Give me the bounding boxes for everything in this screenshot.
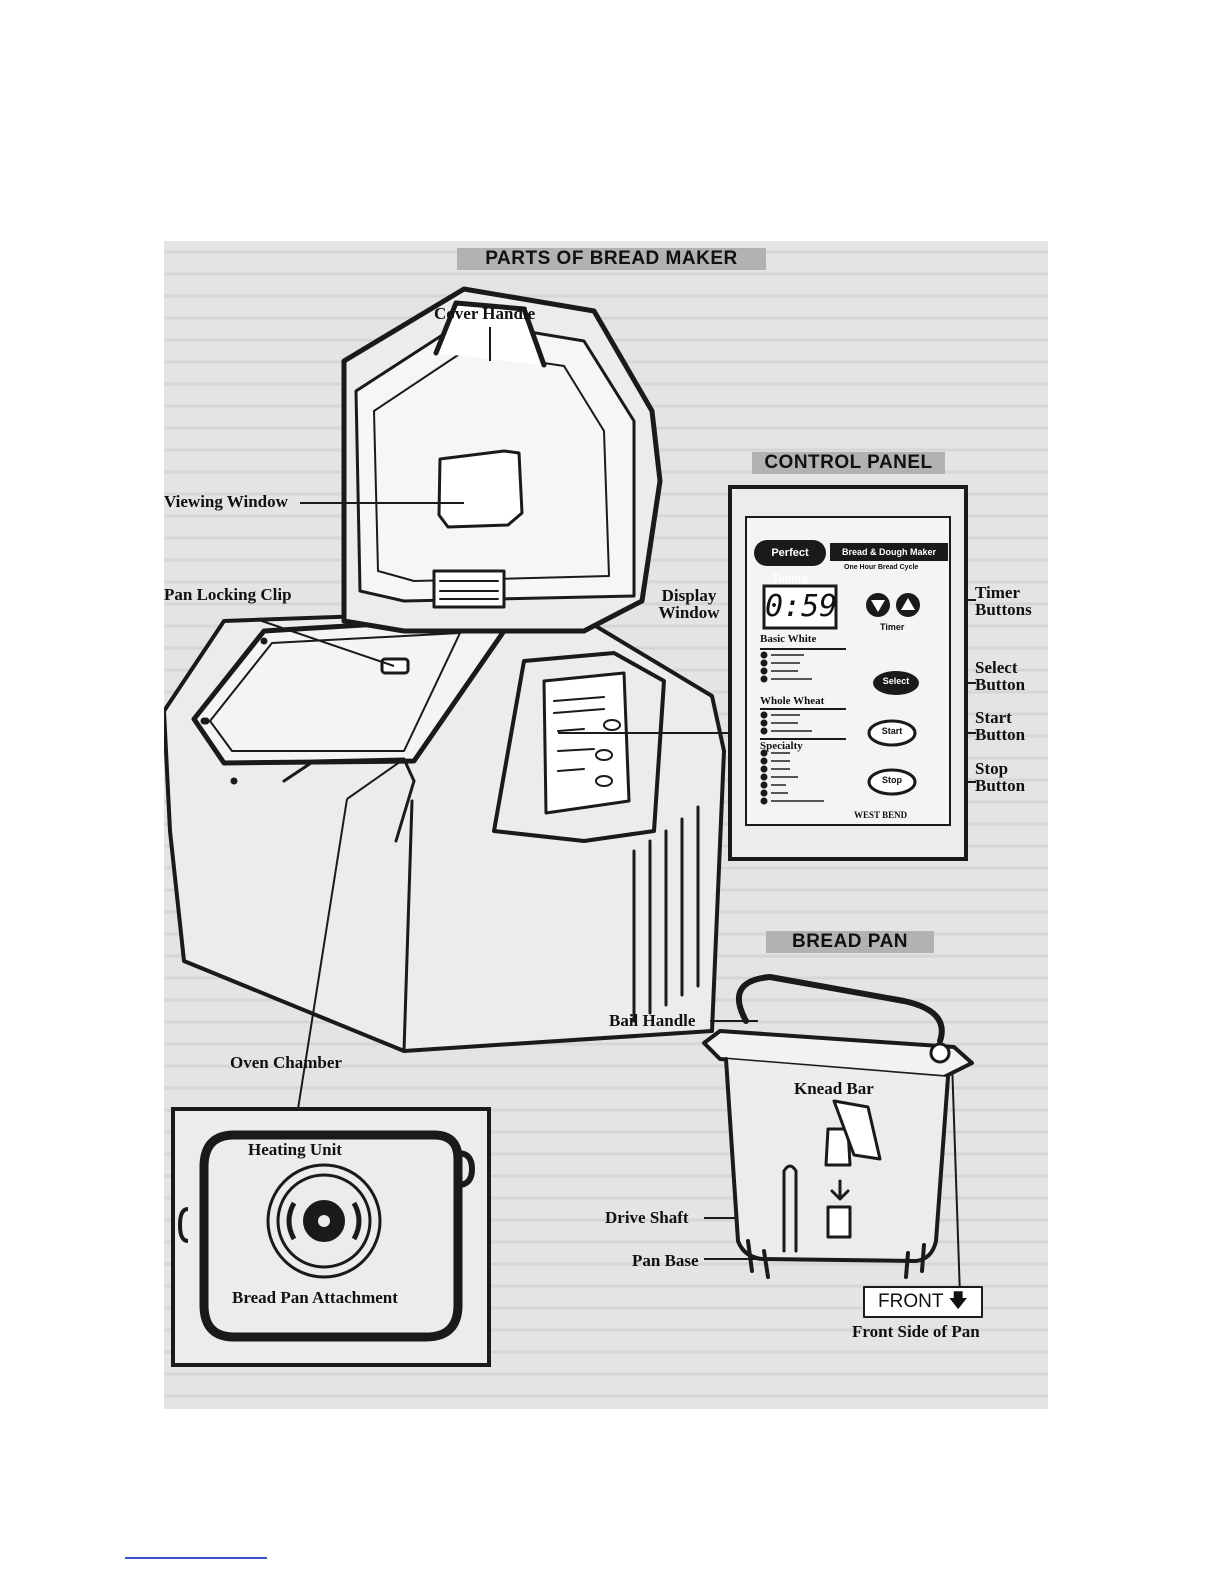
program-bullets	[760, 651, 768, 805]
diagram-canvas	[162, 241, 1048, 1409]
label-display-window: Display Window	[649, 587, 729, 621]
panel-timer-label: Timer	[880, 622, 905, 632]
label-select-button-line1: Select	[975, 658, 1018, 677]
label-oven-chamber: Oven Chamber	[230, 1053, 342, 1072]
label-select-button: Select Button	[975, 659, 1025, 693]
bread-maker-illustration	[162, 286, 726, 1053]
bread-pan-illustration	[702, 974, 983, 1318]
parts-title: PARTS OF BREAD MAKER	[457, 248, 766, 270]
label-pan-base: Pan Base	[632, 1251, 699, 1270]
label-bail-handle: Bail Handle	[609, 1011, 696, 1030]
label-stop-button-line2: Button	[975, 776, 1026, 795]
panel-group-wheat: Whole Wheat	[760, 695, 825, 707]
scanned-page: PARTS OF BREAD MAKER CONTROL PANEL BREAD…	[162, 241, 1048, 1409]
front-indicator: FRONT 🡇	[864, 1291, 982, 1313]
control-panel-title: CONTROL PANEL	[752, 452, 945, 474]
panel-tagline: One Hour Bread Cycle	[844, 564, 919, 571]
label-start-button: Start Button	[975, 709, 1025, 743]
label-bread-pan-attachment: Bread Pan Attachment	[232, 1288, 398, 1307]
label-timer-buttons-line2: Buttons	[975, 600, 1032, 619]
front-label: FRONT	[878, 1291, 944, 1312]
label-knead-bar: Knead Bar	[794, 1079, 874, 1098]
panel-maker-name: WEST BEND	[854, 810, 908, 820]
label-timer-buttons-line1: Timer	[975, 583, 1021, 602]
label-display-window-line1: Display	[661, 586, 717, 605]
panel-select-button: Select	[882, 676, 910, 686]
label-select-button-line2: Button	[975, 675, 1026, 694]
panel-stop-button: Stop	[882, 775, 902, 785]
label-start-button-line2: Button	[975, 725, 1026, 744]
label-stop-button: Stop Button	[975, 760, 1025, 794]
panel-group-specialty: Specialty	[760, 740, 803, 752]
label-drive-shaft: Drive Shaft	[605, 1208, 689, 1227]
label-display-window-line2: Window	[658, 603, 720, 622]
bread-pan-title: BREAD PAN	[766, 931, 934, 953]
program-lines	[771, 654, 824, 802]
label-pan-locking-clip: Pan Locking Clip	[164, 585, 292, 604]
label-start-button-line1: Start	[975, 708, 1012, 727]
label-timer-buttons: Timer Buttons	[975, 584, 1032, 618]
label-stop-button-line1: Stop	[975, 759, 1009, 778]
footnote-rule	[125, 1557, 267, 1559]
label-heating-unit: Heating Unit	[248, 1140, 342, 1159]
label-front-side-of-pan: Front Side of Pan	[852, 1322, 980, 1341]
label-cover-handle: Cover Handle	[434, 304, 536, 323]
panel-display-readout: 0:59	[765, 589, 838, 624]
panel-group-basic: Basic White	[760, 633, 817, 645]
down-arrow-icon: 🡇	[943, 1291, 968, 1312]
heating-unit-inset	[171, 1107, 491, 1367]
panel-brand-right: Bread & Dough Maker	[830, 543, 948, 561]
panel-start-button: Start	[881, 726, 903, 736]
panel-brand-left: Perfect Timing	[754, 540, 826, 585]
label-viewing-window: Viewing Window	[164, 492, 288, 511]
